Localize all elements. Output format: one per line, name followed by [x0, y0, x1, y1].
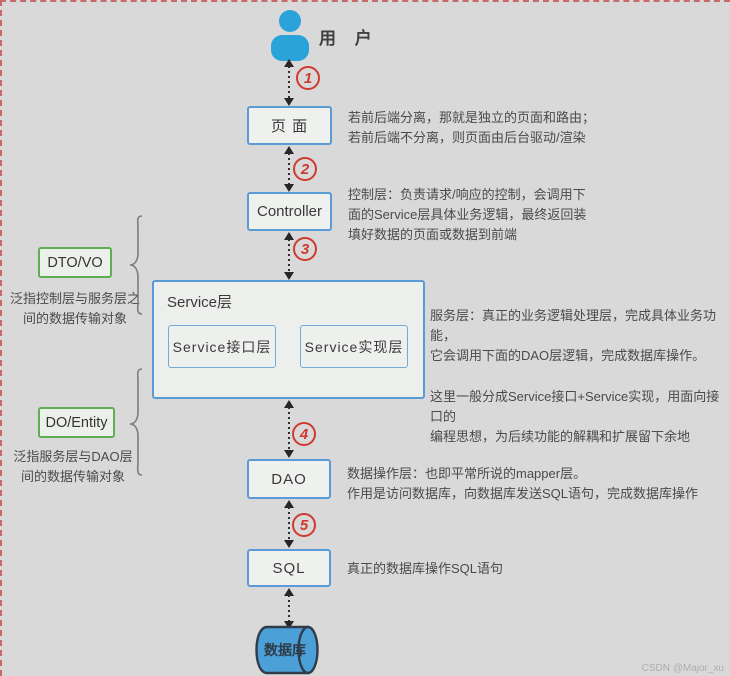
step-3-badge: 3	[293, 237, 317, 261]
arrow-user-page	[282, 59, 296, 106]
page-annotation: 若前后端分离，那就是独立的页面和路由； 若前后端不分离，则页面由后台驱动/渲染	[348, 110, 596, 146]
dao-node: DAO	[247, 459, 331, 499]
controller-annotation: 控制层：负责请求/响应的控制，会调用下 面的Service层具体业务逻辑，最终返…	[348, 187, 587, 243]
dto-vo-caption: 泛指控制层与服务层之 间的数据传输对象	[9, 291, 140, 327]
arrow-service-dao	[282, 400, 296, 458]
arrow-controller-service	[282, 232, 296, 280]
sql-annotation: 真正的数据库操作SQL语句	[347, 561, 504, 576]
controller-node: Controller	[247, 192, 332, 231]
do-entity-node: DO/Entity	[38, 407, 115, 438]
arrow-sql-database	[282, 588, 296, 629]
user-label: 用 户	[319, 29, 379, 48]
sql-node: SQL	[247, 549, 331, 587]
step-4-badge: 4	[292, 422, 316, 446]
do-scope-brace	[129, 368, 143, 476]
service-layer-label: Service层	[167, 294, 233, 311]
service-impl-node: Service实现层	[300, 325, 408, 368]
database-cylinder-icon	[255, 625, 319, 675]
do-entity-caption: 泛指服务层与DAO层 间的数据传输对象	[13, 449, 133, 485]
step-2-badge: 2	[293, 157, 317, 181]
step-1-badge: 1	[296, 66, 320, 90]
dto-vo-node: DTO/VO	[38, 247, 112, 278]
user-icon	[271, 10, 309, 61]
step-5-badge: 5	[292, 513, 316, 537]
database-label: 数据库	[264, 642, 306, 658]
dao-annotation: 数据操作层：也即平常所说的mapper层。 作用是访问数据库，向数据库发送SQL…	[347, 466, 699, 502]
service-layer-container: Service层 Service接口层 Service实现层	[152, 280, 425, 399]
arrow-dao-sql	[282, 500, 296, 548]
arrow-page-controller	[282, 146, 296, 192]
page-node: 页 面	[247, 106, 332, 145]
service-annotation: 服务层：真正的业务逻辑处理层，完成具体业务功能， 它会调用下面的DAO层逻辑，完…	[430, 308, 720, 444]
service-interface-node: Service接口层	[168, 325, 276, 368]
watermark: CSDN @Major_xu	[641, 663, 724, 674]
dto-scope-brace	[129, 215, 143, 315]
